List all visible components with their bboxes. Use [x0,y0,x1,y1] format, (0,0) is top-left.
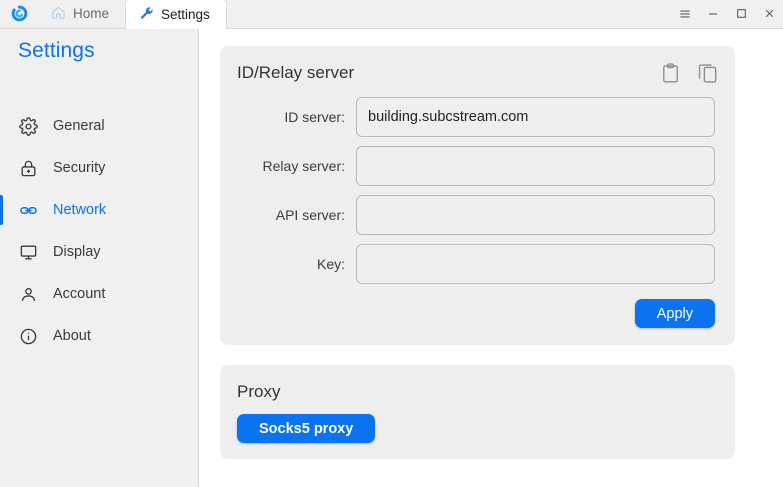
sidebar-item-display-label: Display [53,244,101,260]
id-server-label: ID server: [284,109,345,125]
lock-icon [18,158,39,179]
tab-home[interactable]: Home [38,0,125,28]
relay-server-input[interactable] [356,146,715,186]
id-server-input[interactable]: building.subcstream.com [356,97,715,137]
proxy-button-row: Socks5 proxy [220,402,735,443]
apply-button-row: Apply [220,293,715,345]
field-row-api-server: API server: [220,195,715,235]
home-icon [51,5,66,23]
gear-icon [18,116,39,137]
id-relay-form: ID server: building.subcstream.com Relay… [220,83,735,345]
info-icon [18,326,39,347]
api-server-label: API server: [275,207,345,223]
minimize-icon[interactable] [699,0,727,28]
sidebar-item-about[interactable]: About [0,315,199,357]
window-controls [671,0,783,28]
person-icon [18,284,39,305]
id-relay-server-card: ID/Relay server ID server [220,46,735,345]
socks5-proxy-button[interactable]: Socks5 proxy [237,414,376,443]
close-icon[interactable] [755,0,783,28]
proxy-card: Proxy Socks5 proxy [220,365,735,459]
sidebar-list: General Security [0,105,199,357]
sidebar-item-account[interactable]: Account [0,273,199,315]
clipboard-paste-icon[interactable] [659,61,681,85]
copy-icon[interactable] [697,61,719,85]
sidebar-item-network[interactable]: Network [0,189,199,231]
menu-icon[interactable] [671,0,699,28]
wrench-icon [139,6,154,24]
maximize-icon[interactable] [727,0,755,28]
sidebar-item-account-label: Account [53,286,106,302]
id-relay-card-title: ID/Relay server [237,63,355,82]
sidebar-item-general-label: General [53,118,105,134]
api-server-input[interactable] [356,195,715,235]
sidebar-item-general[interactable]: General [0,105,199,147]
key-input[interactable] [356,244,715,284]
apply-button[interactable]: Apply [634,299,715,328]
title-bar: Home Settings [0,0,783,29]
id-relay-card-actions [659,61,719,85]
field-row-relay-server: Relay server: [220,146,715,186]
link-icon [18,200,39,221]
sidebar-item-about-label: About [53,328,91,344]
monitor-icon [18,242,39,263]
sidebar-title: Settings [18,39,95,62]
sidebar-item-network-label: Network [53,202,107,218]
tab-settings-label: Settings [161,6,210,22]
tab-home-label: Home [73,5,110,21]
relay-server-label: Relay server: [262,158,345,174]
field-row-id-server: ID server: building.subcstream.com [220,97,715,137]
tab-settings[interactable]: Settings [125,0,227,29]
key-label: Key: [316,256,345,272]
sidebar-item-display[interactable]: Display [0,231,199,273]
proxy-card-title: Proxy [237,382,281,401]
sidebar-item-security-label: Security [53,160,106,176]
field-row-key: Key: [220,244,715,284]
content-area: ID/Relay server ID server [200,29,783,487]
sidebar-item-security[interactable]: Security [0,147,199,189]
app-logo-icon [0,0,38,28]
sidebar: Settings General [0,29,199,487]
